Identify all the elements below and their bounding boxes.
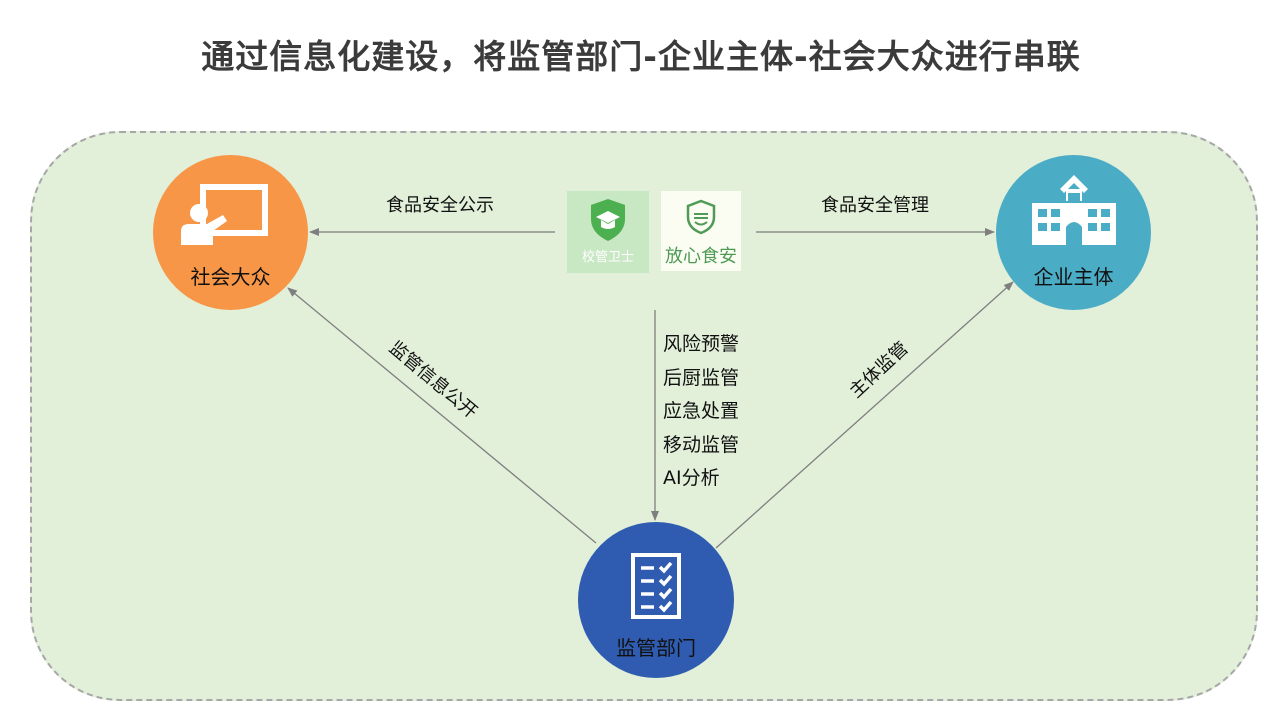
function-item: 移动监管 (663, 433, 740, 456)
edge-label-to-enterprise: 食品安全管理 (821, 195, 929, 216)
edge-label-to-public: 食品安全公示 (386, 195, 494, 216)
node-public: 社会大众 (153, 155, 308, 310)
function-item: 应急处置 (663, 400, 740, 422)
arrow-regulator-to-public (287, 287, 597, 544)
node-enterprise-label: 企业主体 (1033, 265, 1114, 289)
node-regulator: 监管部门 (578, 522, 734, 678)
page-title: 通过信息化建设，将监管部门-企业主体-社会大众进行串联 (201, 37, 1081, 76)
function-item: 风险预警 (663, 333, 740, 355)
app-food-logo: 放心食安 (661, 191, 741, 271)
checklist-icon (631, 553, 681, 619)
app-guard-logo: 校管卫士 (567, 191, 649, 273)
school-building-icon (1032, 175, 1116, 245)
app-guard-label: 校管卫士 (581, 250, 634, 265)
app-food-label: 放心食安 (665, 246, 737, 267)
arrow-regulator-to-enterprise (715, 281, 1014, 549)
function-list: 风险预警 后厨监管 应急处置 移动监管 AI分析 (663, 328, 739, 496)
function-item: 后厨监管 (663, 366, 740, 389)
shield-logo-icon (686, 199, 716, 235)
node-public-label: 社会大众 (190, 265, 271, 289)
teacher-board-icon (181, 184, 268, 245)
function-item: AI分析 (663, 467, 720, 489)
node-enterprise: 企业主体 (996, 155, 1151, 310)
shield-graduation-cap-icon (591, 199, 625, 241)
node-regulator-label: 监管部门 (616, 636, 696, 660)
